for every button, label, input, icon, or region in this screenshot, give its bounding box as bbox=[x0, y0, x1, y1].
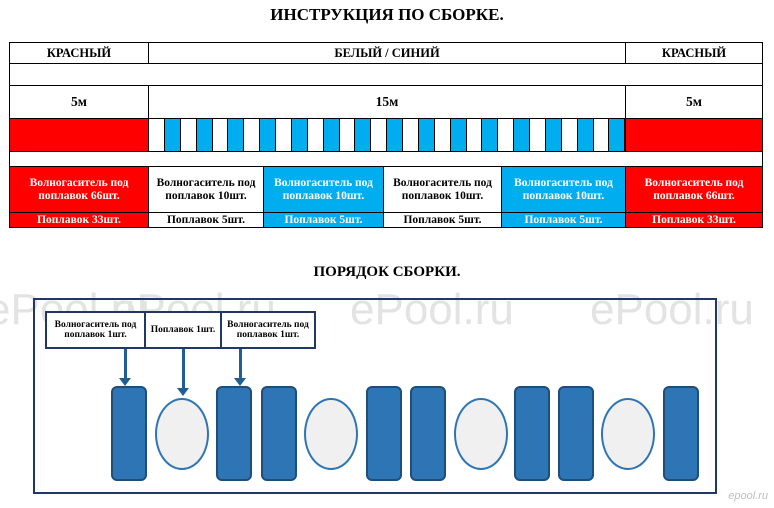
color-bar-red-left bbox=[9, 118, 149, 152]
spacer-row bbox=[8, 151, 764, 167]
legend-wave-breaker: Волногаситель под поплавок 1шт. bbox=[45, 311, 146, 349]
arrow-line bbox=[124, 349, 127, 379]
stripe-segment bbox=[291, 119, 308, 151]
count-cell: Поплавок 5шт. bbox=[148, 212, 264, 228]
stripe-segment bbox=[307, 119, 324, 151]
arrow-down-icon bbox=[119, 378, 131, 386]
arrow-down-icon bbox=[234, 378, 246, 386]
length-left: 5м bbox=[9, 85, 149, 119]
header-red-right: КРАСНЫЙ bbox=[625, 42, 764, 64]
count-cell: Поплавок 5шт. bbox=[383, 212, 502, 228]
desc-cell: Волногаситель под поплавок 66шт. bbox=[625, 166, 764, 213]
stripe-segment bbox=[355, 119, 372, 151]
float-element bbox=[304, 398, 358, 470]
stripe-segment bbox=[323, 119, 340, 151]
stripe-segment bbox=[434, 119, 451, 151]
assembly-diagram-frame bbox=[33, 298, 717, 494]
color-bar-striped bbox=[147, 118, 627, 152]
stripe-segment bbox=[339, 119, 356, 151]
stripe-segment bbox=[418, 119, 435, 151]
color-bar-red-right bbox=[625, 118, 764, 152]
count-cell: Поплавок 33шт. bbox=[625, 212, 764, 228]
watermark: ePool.ru bbox=[590, 285, 754, 334]
stripe-segment bbox=[260, 119, 276, 151]
float-element bbox=[601, 398, 655, 470]
desc-cell: Волногаситель под поплавок 66шт. bbox=[9, 166, 149, 213]
desc-cell: Волногаситель под поплавок 10шт. bbox=[263, 166, 384, 213]
stripe-segment bbox=[228, 119, 245, 151]
stripe-segment bbox=[482, 119, 499, 151]
wave-breaker-element bbox=[410, 386, 446, 481]
stripe-segment bbox=[149, 119, 165, 151]
stripe-segment bbox=[561, 119, 578, 151]
wave-breaker-element bbox=[663, 386, 699, 481]
float-element bbox=[454, 398, 508, 470]
watermark-small: epool.ru bbox=[728, 490, 768, 502]
stripe-segment bbox=[244, 119, 261, 151]
header-red-left: КРАСНЫЙ bbox=[9, 42, 149, 64]
legend-float: Поплавок 1шт. bbox=[144, 311, 222, 349]
desc-cell: Волногаситель под поплавок 10шт. bbox=[383, 166, 502, 213]
stripe-segment bbox=[609, 119, 625, 151]
wave-breaker-element bbox=[558, 386, 594, 481]
spacer-row bbox=[8, 63, 764, 86]
assembly-table: КРАСНЫЙ БЕЛЫЙ / СИНИЙ КРАСНЫЙ 5м 15м 5м … bbox=[8, 42, 764, 228]
header-white-blue: БЕЛЫЙ / СИНИЙ bbox=[147, 42, 627, 64]
stripe-segment bbox=[212, 119, 229, 151]
stripe-segment bbox=[164, 119, 181, 151]
stripe-segment bbox=[403, 119, 419, 151]
wave-breaker-element bbox=[514, 386, 550, 481]
legend-wave-breaker: Волногаситель под поплавок 1шт. bbox=[220, 311, 316, 349]
stripe-segment bbox=[180, 119, 197, 151]
stripe-segment bbox=[196, 119, 213, 151]
length-right: 5м bbox=[625, 85, 764, 119]
stripe-segment bbox=[276, 119, 292, 151]
stripe-segment bbox=[498, 119, 515, 151]
wave-breaker-element bbox=[366, 386, 402, 481]
wave-breaker-element bbox=[216, 386, 252, 481]
arrow-down-icon bbox=[177, 388, 189, 396]
page-title: ИНСТРУКЦИЯ ПО СБОРКЕ. bbox=[270, 5, 504, 24]
stripe-segment bbox=[450, 119, 467, 151]
stripe-segment bbox=[577, 119, 594, 151]
wave-breaker-element bbox=[261, 386, 297, 481]
stripe-segment bbox=[514, 119, 530, 151]
count-cell: Поплавок 5шт. bbox=[500, 212, 627, 228]
stripe-segment bbox=[545, 119, 562, 151]
desc-cell: Волногаситель под поплавок 10шт. bbox=[500, 166, 627, 213]
section-title: ПОРЯДОК СБОРКИ. bbox=[313, 264, 461, 280]
stripe-segment bbox=[371, 119, 388, 151]
length-middle: 15м bbox=[147, 85, 627, 119]
float-element bbox=[155, 398, 209, 470]
stripe-segment bbox=[593, 119, 610, 151]
wave-breaker-element bbox=[111, 386, 147, 481]
stripe-segment bbox=[530, 119, 546, 151]
count-cell: Поплавок 5шт. bbox=[263, 212, 384, 228]
count-cell: Поплавок 33шт. bbox=[9, 212, 149, 228]
stripe-segment bbox=[387, 119, 403, 151]
arrow-line bbox=[182, 349, 185, 389]
arrow-line bbox=[239, 349, 242, 379]
stripe-segment bbox=[466, 119, 483, 151]
watermark: ePool.ru bbox=[350, 285, 514, 334]
desc-cell: Волногаситель под поплавок 10шт. bbox=[148, 166, 264, 213]
